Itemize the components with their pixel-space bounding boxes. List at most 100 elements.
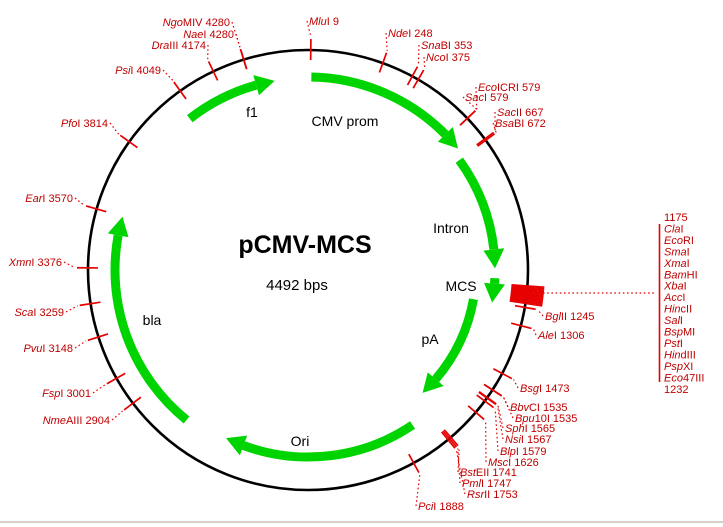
restriction-site-ngomiv: NgoMIV 4280: [163, 17, 248, 70]
restriction-site-label: SphI 1565: [505, 423, 555, 435]
restriction-site-label: RsrII 1753: [467, 489, 518, 501]
feature-arc: [110, 234, 190, 424]
restriction-site-label: NaeI 4280: [183, 29, 234, 41]
restriction-site-label: BstEII 1741: [460, 467, 517, 479]
feature-label-pa: pA: [421, 331, 439, 347]
site-leader-line: [492, 122, 497, 133]
site-leader-line: [497, 404, 504, 429]
feature-arrowhead: [483, 248, 505, 269]
feature-label-f1: f1: [246, 104, 258, 120]
mcs-enzyme-list: 1175ClaIEcoRISmaIXmaIBamHIXbaIAccIHincII…: [663, 212, 704, 396]
plasmid-feature-cmv-prom: [311, 72, 458, 149]
restriction-site-label: PfoI 3814: [61, 118, 108, 130]
restriction-site-eari: EarI 3570: [25, 193, 107, 213]
mcs-hatch-line: [510, 296, 543, 303]
restriction-site-label: PvuI 3148: [23, 343, 73, 355]
mcs-hatch-line: [510, 291, 544, 297]
feature-arcs-layer: [107, 72, 505, 462]
site-leader-line: [537, 309, 544, 317]
plasmid-feature-mcs: [484, 277, 505, 303]
restriction-site-ndei: NdeI 248: [378, 28, 433, 73]
site-tick: [87, 333, 109, 342]
mcs-enzyme-item: XmaI: [663, 258, 690, 270]
mcs-enzyme-item: Eco47III: [664, 372, 704, 384]
site-tick: [408, 453, 420, 474]
feature-label-intron: Intron: [433, 220, 469, 236]
restriction-site-label: PsiI 4049: [115, 65, 161, 77]
site-tick: [406, 66, 419, 86]
restriction-site-label: NsiI 1567: [505, 434, 551, 446]
site-tick: [492, 368, 513, 380]
feature-arrowhead: [437, 127, 458, 149]
site-leader-line: [235, 33, 241, 48]
feature-arc: [432, 298, 478, 383]
restriction-site-label: NdeI 248: [388, 28, 433, 40]
plasmid-title: pCMV-MCS: [238, 231, 371, 259]
restriction-site-pcii: PciI 1888: [408, 453, 464, 513]
site-leader-line: [532, 328, 537, 336]
site-tick: [443, 429, 459, 447]
mcs-hatch-line: [509, 300, 543, 307]
site-leader-line: [65, 305, 79, 313]
site-leader-line: [455, 449, 466, 495]
site-leader-line: [231, 21, 241, 48]
mcs-hatch-line: [511, 286, 545, 291]
mcs-enzyme-item: BspMI: [664, 327, 695, 339]
restriction-site-label: PmlI 1747: [462, 478, 512, 490]
restriction-site-nmeaiii: NmeAIII 2904: [43, 396, 142, 427]
restriction-site-bsabi: BsaBI 672: [477, 118, 546, 147]
restriction-site-label: EarI 3570: [25, 193, 73, 205]
restriction-site-bpu10i: Bpu10I 1535: [483, 383, 577, 425]
feature-arrowhead: [226, 435, 248, 456]
restriction-site-msci: MscI 1626: [467, 405, 539, 469]
plasmid-size: 4492 bps: [266, 277, 328, 294]
restriction-site-label: BlpI 1579: [500, 446, 547, 458]
restriction-site-sacii: SacII 667: [476, 107, 544, 146]
restriction-site-fspi: FspI 3001: [42, 372, 126, 400]
site-tick: [477, 133, 496, 147]
restriction-site-pvui: PvuI 3148: [23, 333, 109, 355]
mcs-enzyme-item: PstI: [664, 338, 683, 350]
restriction-site-ecoicri: EcoICRI 579: [459, 82, 540, 126]
site-tick: [483, 383, 503, 397]
mcs-hatch-line: [511, 287, 545, 293]
mcs-hatch-line: [510, 290, 544, 296]
restriction-site-pfoi: PfoI 3814: [61, 118, 138, 149]
restriction-site-label: MluI 9: [309, 16, 339, 28]
site-tick: [514, 304, 536, 311]
site-tick: [467, 405, 485, 421]
mcs-enzyme-item: PspXI: [664, 361, 693, 373]
mcs-hatch-line: [510, 293, 544, 300]
restriction-site-label: BsgI 1473: [520, 383, 570, 395]
feature-arc: [311, 72, 449, 138]
restriction-site-bsgi: BsgI 1473: [492, 368, 570, 395]
restriction-site-label: Bpu10I 1535: [515, 413, 577, 425]
site-leader-line: [496, 405, 504, 440]
feature-arrowhead: [107, 216, 129, 238]
feature-arc: [455, 157, 499, 250]
restriction-site-label: AleI 1306: [537, 330, 585, 342]
restriction-site-mlui: MluI 9: [306, 16, 339, 61]
mcs-hatch-line: [510, 292, 544, 299]
mcs-enzyme-item: SmaI: [664, 246, 690, 258]
feature-arrowhead: [253, 75, 275, 96]
restriction-site-bglii: BglII 1245: [514, 304, 595, 323]
site-tick: [119, 134, 138, 149]
plasmid-feature-bla: [107, 216, 190, 424]
site-leader-line: [513, 379, 519, 389]
restriction-site-draiii: DraIII 4174: [152, 40, 219, 81]
site-leader-line: [74, 197, 85, 206]
bottom-divider: [0, 521, 723, 523]
site-tick: [85, 205, 107, 213]
plasmid-feature-ori: [226, 421, 416, 462]
plasmid-feature-f1: [187, 75, 275, 123]
site-tick: [378, 52, 388, 73]
mcs-hatch-line: [511, 285, 545, 290]
site-leader-line: [92, 384, 106, 394]
site-tick: [123, 396, 142, 411]
restriction-site-label: FspI 3001: [42, 388, 91, 400]
site-leader-line: [109, 122, 120, 135]
restriction-site-saci: SacI 579: [459, 92, 508, 126]
